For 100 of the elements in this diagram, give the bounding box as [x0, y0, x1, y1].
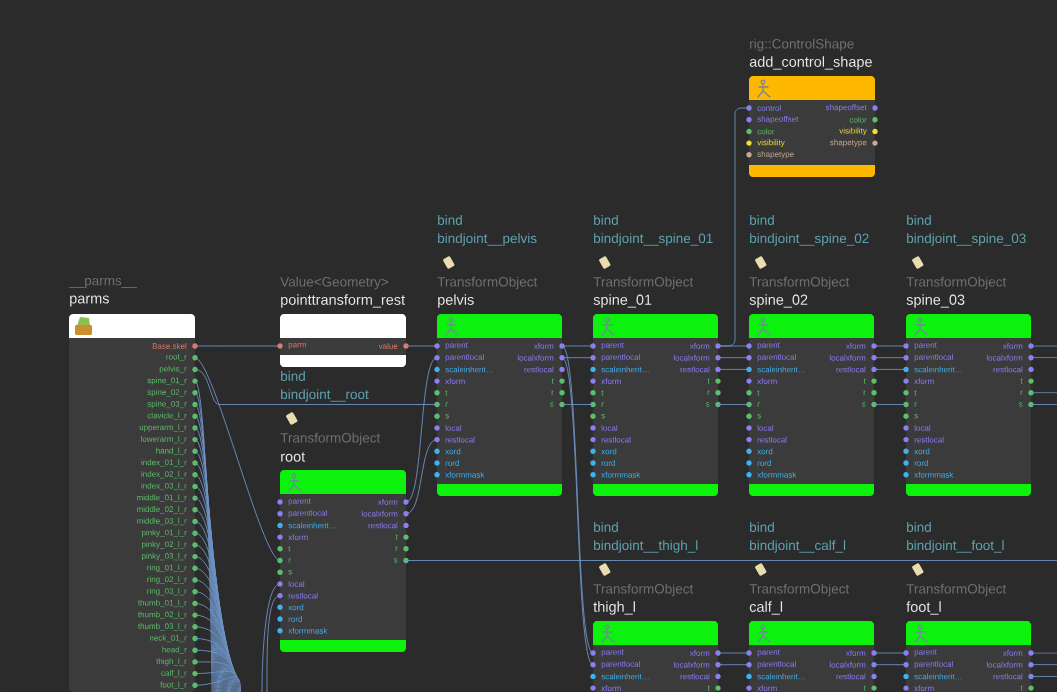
port-label: restlocal: [524, 366, 565, 373]
wire: [873, 664, 907, 666]
wire: [194, 626, 236, 692]
port-label: s: [590, 413, 605, 419]
port-label: local: [590, 424, 618, 431]
port-label: parentlocal: [434, 353, 484, 362]
node-name: root: [281, 452, 306, 462]
bind-label: bind: [907, 215, 931, 225]
port-label: t: [1020, 685, 1034, 691]
port-label: localxform: [986, 661, 1034, 668]
port-label: localxform: [517, 354, 565, 361]
wire: [561, 404, 594, 405]
bind-label: bindjoint__spine_01: [594, 233, 713, 246]
port-label: thigh_l_r: [156, 658, 198, 666]
wire: [873, 357, 907, 359]
wire: [194, 670, 240, 692]
port-label: restlocal: [277, 592, 318, 599]
port-label: r: [395, 546, 409, 552]
port-label: xform: [845, 650, 877, 656]
wire: [873, 368, 907, 370]
port-label: xform: [845, 343, 877, 349]
bind-label: bind: [594, 522, 618, 532]
port-label: localxform: [829, 354, 877, 361]
port-label: xformmask: [903, 471, 954, 478]
port-label: spine_01_r: [147, 377, 198, 385]
port-label: t: [746, 390, 760, 396]
port-label: t: [1020, 378, 1034, 384]
wire: [266, 595, 281, 692]
bind-label: bindjoint__spine_02: [750, 233, 869, 246]
port-label: xformmask: [434, 471, 485, 478]
port-label: neck_01_r: [150, 634, 198, 643]
node-type: TransformObject: [593, 276, 694, 290]
port-label: restlocal: [993, 366, 1034, 373]
port-label: r: [277, 557, 291, 564]
port-label: s: [746, 413, 761, 419]
port-label: scaleinherit…: [746, 366, 805, 373]
wire: [194, 676, 242, 692]
port-label: index_03_l_r: [141, 482, 198, 491]
port-label: parentlocal: [903, 660, 953, 669]
port-label: restlocal: [680, 366, 721, 373]
port-label: color: [746, 128, 775, 135]
node-name: spine_01: [593, 294, 652, 308]
port-label: xord: [746, 448, 773, 455]
port-label: t: [707, 378, 721, 384]
port-label: xform: [1002, 343, 1034, 349]
node-name: spine_02: [749, 294, 808, 308]
port-label: scaleinherit…: [434, 366, 493, 373]
wire: [561, 345, 594, 347]
port-label: t: [707, 685, 721, 691]
port-label: parent: [590, 342, 624, 350]
port-label: xformmask: [746, 471, 797, 478]
port-label: index_01_l_r: [141, 459, 198, 467]
node-name: calf_l: [749, 601, 783, 615]
port-label: pinky_03_l_r: [141, 552, 198, 561]
port-label: scaleinherit…: [277, 522, 336, 529]
port-label: local: [277, 580, 305, 587]
port-label: upperarm_l_r: [139, 424, 198, 432]
bind-label: bindjoint__root: [281, 389, 369, 402]
node-name: foot_l: [906, 601, 941, 615]
wire: [405, 357, 438, 503]
bind-label: bind: [907, 522, 931, 532]
port-label: t: [551, 378, 565, 384]
node-type: TransformObject: [593, 583, 694, 597]
port-label: visibility: [839, 127, 878, 136]
wire: [405, 345, 438, 347]
bind-label: bind: [750, 522, 774, 532]
port-label: localxform: [673, 354, 721, 361]
port-label: rord: [746, 460, 771, 466]
wire: [1030, 652, 1057, 654]
port-label: s: [862, 401, 877, 408]
wire: [261, 583, 281, 692]
wire: [873, 652, 907, 654]
port-label: xform: [689, 343, 721, 349]
port-label: restlocal: [590, 436, 631, 443]
node-name: spine_03: [906, 294, 965, 308]
node-type: TransformObject: [906, 276, 1007, 290]
node-name: thigh_l: [593, 601, 635, 615]
port-label: control: [746, 105, 781, 111]
port-label: s: [550, 401, 565, 408]
wire: [405, 439, 438, 515]
port-label: local: [903, 424, 931, 431]
port-label: visibility: [746, 139, 785, 147]
port-label: t: [395, 534, 409, 540]
port-label: spine_03_r: [147, 400, 198, 409]
port-label: xform: [590, 685, 621, 692]
wire: [1030, 675, 1057, 677]
port-label: restlocal: [903, 436, 944, 443]
port-label: s: [903, 413, 918, 419]
port-label: ring_03_l_r: [147, 587, 198, 596]
port-label: parent: [746, 649, 780, 657]
port-label: value: [378, 343, 409, 349]
wire: [1030, 392, 1057, 394]
port-label: parentlocal: [746, 353, 796, 362]
port-label: t: [434, 390, 448, 396]
node-type: rig::ControlShape: [750, 38, 854, 52]
port-label: lowerarm_l_r: [141, 435, 198, 444]
port-label: localxform: [986, 354, 1034, 361]
bind-label: bindjoint__foot_l: [907, 540, 1004, 553]
port-label: s: [277, 569, 292, 575]
node-name: pelvis: [438, 294, 474, 308]
